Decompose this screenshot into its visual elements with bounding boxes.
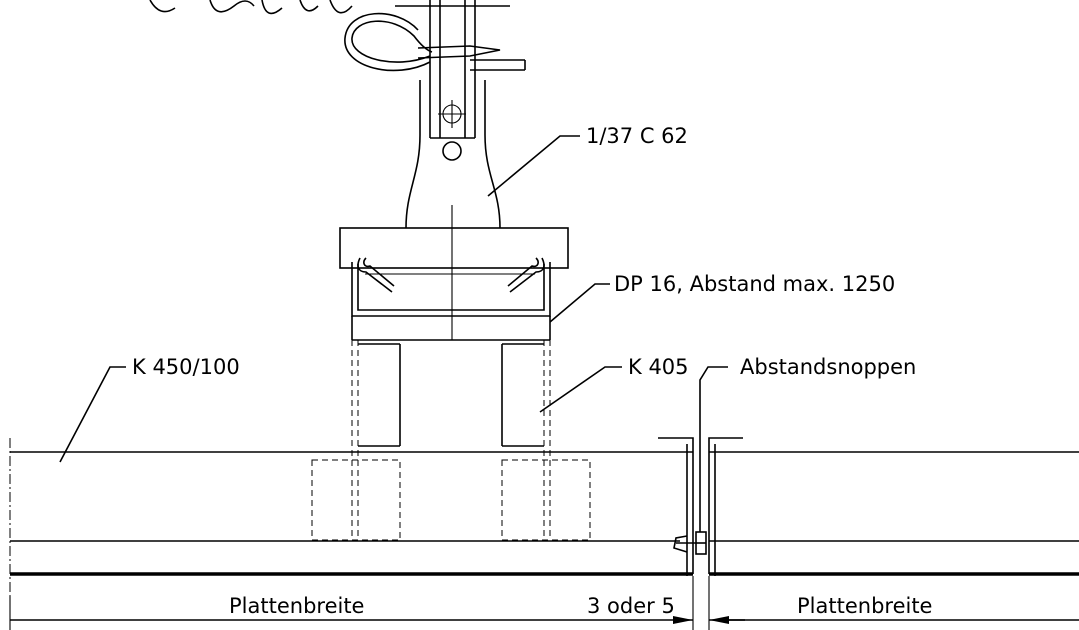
- leader-panel: [59, 366, 126, 463]
- leader-hook: [487, 135, 580, 197]
- dimension-label-gap: 3 oder 5: [587, 594, 675, 618]
- dowel-plate: [339, 227, 569, 341]
- dimension-label-left: Plattenbreite: [229, 594, 364, 618]
- dimension-line: [9, 576, 1079, 630]
- leader-bar: [539, 366, 622, 413]
- joint: [658, 437, 743, 576]
- top-cut-fragment: [149, 0, 510, 15]
- label-hook: 1/37 C 62: [586, 124, 688, 148]
- hidden-block-right: [501, 459, 591, 541]
- label-spacer: Abstandsnoppen: [740, 355, 916, 379]
- label-bar: K 405: [628, 355, 689, 379]
- leader-dowel-plate: [549, 283, 610, 323]
- hidden-block-left: [311, 459, 401, 541]
- leader-spacer: [699, 366, 728, 532]
- dimension-label-right: Plattenbreite: [797, 594, 932, 618]
- bar-right: [501, 340, 551, 540]
- label-dowel-plate: DP 16, Abstand max. 1250: [614, 272, 895, 296]
- bar-left: [351, 340, 401, 540]
- dimension-arrow-left: [673, 616, 693, 624]
- spacer-knob: [673, 531, 707, 555]
- label-panel: K 450/100: [132, 355, 240, 379]
- lifting-hook: [344, 0, 526, 340]
- dimension-arrow-right: [709, 616, 729, 624]
- panel-right: [709, 451, 1079, 576]
- panel-left: [9, 438, 693, 630]
